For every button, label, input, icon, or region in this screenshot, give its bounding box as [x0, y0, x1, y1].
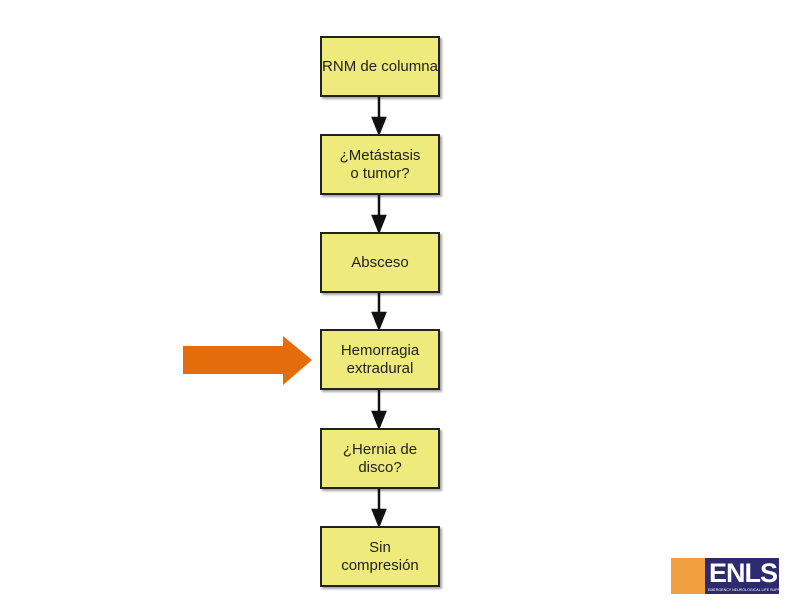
logo-text: ENLS: [709, 558, 778, 588]
step-metastasis: ¿Metástasis o tumor?: [320, 134, 440, 195]
step-label: ¿Metástasis o tumor?: [339, 146, 421, 182]
step-label: Sin compresión: [341, 538, 419, 574]
arrowhead-5: [371, 508, 387, 529]
enls-logo: ENLS EMERGENCY NEUROLOGICAL LIFE SUPPORT: [671, 558, 787, 594]
step-label: Hemorragia extradural: [340, 341, 420, 377]
step-label: ¿Hernia de disco?: [342, 440, 418, 476]
step-no-compression: Sin compresión: [320, 526, 440, 587]
arrowhead-3: [371, 311, 387, 332]
highlight-arrow-icon: [183, 336, 312, 385]
arrowhead-4: [371, 410, 387, 431]
step-mri: RNM de columna: [320, 36, 440, 97]
step-hemorrhage: Hemorragia extradural: [320, 329, 440, 390]
step-disc-herniation: ¿Hernia de disco?: [320, 428, 440, 489]
logo-tagline: EMERGENCY NEUROLOGICAL LIFE SUPPORT: [708, 588, 788, 592]
brain-icon: [671, 558, 705, 594]
step-label: Absceso: [351, 253, 409, 271]
arrowhead-2: [371, 214, 387, 235]
arrowhead-1: [371, 116, 387, 137]
step-abscess: Absceso: [320, 232, 440, 293]
step-label: RNM de columna: [322, 57, 438, 75]
